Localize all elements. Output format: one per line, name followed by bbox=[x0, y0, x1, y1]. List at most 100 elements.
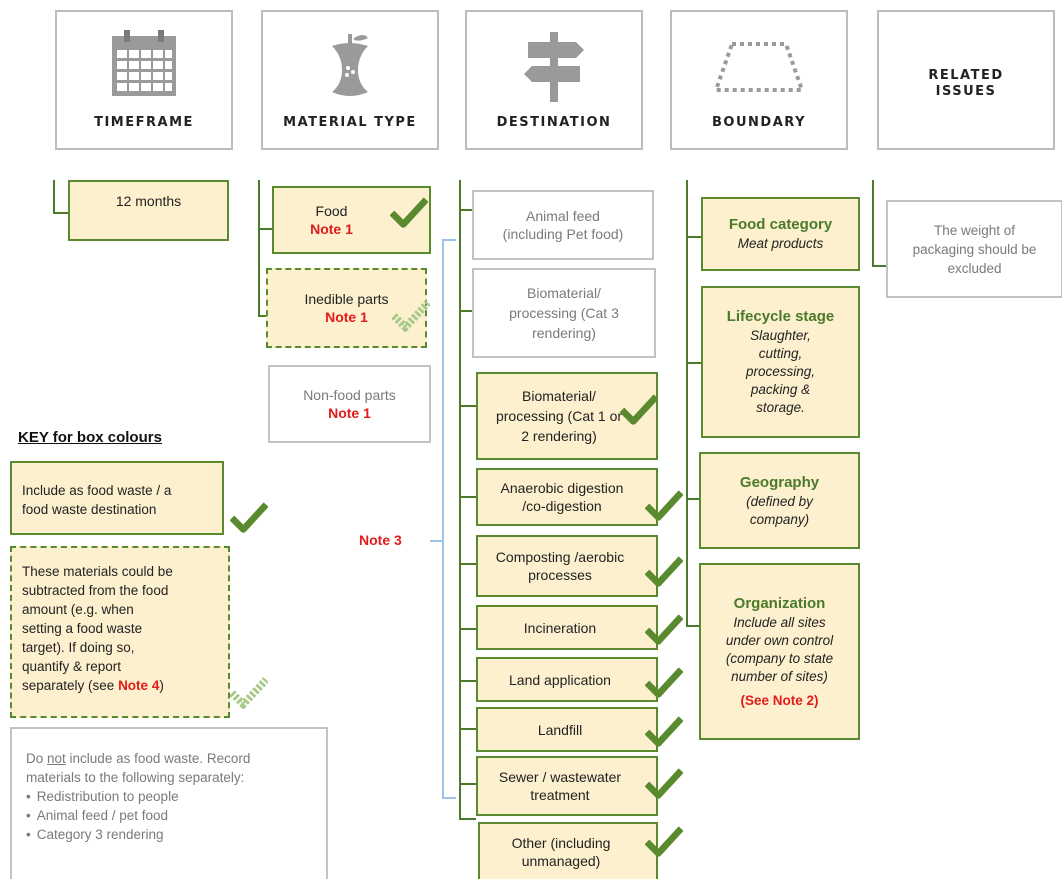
material-type-label: MATERIAL TYPE bbox=[283, 115, 417, 130]
key-dashed-box: These materials could be subtracted from… bbox=[10, 546, 230, 718]
key-dashed-line2: subtracted from the food bbox=[22, 583, 169, 598]
dest-anaerobic-box: Anaerobic digestion /co-digestion bbox=[476, 468, 658, 526]
boundary-food-category-sub: Meat products bbox=[737, 236, 824, 251]
dest-sewer-box: Sewer / wastewater treatment bbox=[476, 756, 658, 816]
dest-animal-feed-line1: Animal feed bbox=[526, 208, 600, 224]
boundary-lifecycle-line4: packing & bbox=[750, 382, 811, 397]
dest-landfill-box: Landfill bbox=[476, 707, 658, 752]
dest-bio12-line3: 2 rendering) bbox=[521, 428, 597, 444]
boundary-lifecycle-line2: cutting, bbox=[758, 346, 803, 361]
calendar-icon bbox=[57, 26, 231, 106]
key-exclude-pre: Do bbox=[26, 751, 48, 766]
dest-sewer-line2: treatment bbox=[530, 787, 590, 803]
boundary-organization-line1: Include all sites bbox=[733, 614, 826, 630]
related-issues-header: RELATED ISSUES bbox=[877, 10, 1055, 150]
key-exclude-line2: materials to the following separately: bbox=[26, 770, 245, 785]
check-icon bbox=[645, 826, 683, 857]
key-dashed-line6: quantify & report bbox=[22, 659, 122, 674]
key-dashed-line7-text: separately (see bbox=[22, 678, 119, 693]
material-food-label: Food bbox=[315, 203, 348, 219]
related-line2: packaging should be bbox=[912, 241, 1037, 257]
check-icon bbox=[645, 716, 683, 747]
destination-header: DESTINATION bbox=[465, 10, 643, 150]
key-check-icon bbox=[230, 502, 268, 533]
dest-bio12-line1: Biomaterial/ bbox=[522, 388, 596, 404]
key-title: KEY for box colours bbox=[18, 429, 162, 446]
boundary-lifecycle-line1: Slaughter, bbox=[750, 328, 811, 343]
dest-tick bbox=[459, 496, 476, 498]
related-line3: excluded bbox=[947, 260, 1002, 276]
material-type-header: MATERIAL TYPE bbox=[261, 10, 439, 150]
dest-tick bbox=[459, 818, 476, 820]
timeframe-header: TIMEFRAME bbox=[55, 10, 233, 150]
dest-comp-line2: processes bbox=[528, 567, 592, 583]
related-issues-label-2: ISSUES bbox=[935, 84, 997, 99]
key-exclude-not: not bbox=[47, 751, 66, 766]
dotted-trapezoid-icon bbox=[672, 26, 846, 106]
key-dashed-line1: These materials could be bbox=[22, 564, 173, 579]
boundary-tick bbox=[686, 362, 701, 364]
boundary-geography-title: Geography bbox=[739, 473, 820, 491]
boundary-tick bbox=[686, 236, 701, 238]
boundary-food-category-title: Food category bbox=[728, 216, 833, 233]
dest-land-application-box: Land application bbox=[476, 657, 658, 702]
dest-tick bbox=[459, 405, 476, 407]
boundary-organization-line2: under own control bbox=[725, 632, 834, 648]
signpost-icon bbox=[467, 26, 641, 106]
boundary-organization-title: Organization bbox=[733, 594, 826, 612]
boundary-geography-line1: (defined by bbox=[746, 493, 813, 509]
check-icon bbox=[645, 490, 683, 521]
note3-label: Note 3 bbox=[359, 532, 402, 548]
boundary-organization-note: (See Note 2) bbox=[740, 692, 819, 708]
destination-label: DESTINATION bbox=[496, 115, 612, 130]
key-dashed-line3: amount (e.g. when bbox=[22, 602, 134, 617]
material-nonfood-note: Note 1 bbox=[328, 405, 371, 421]
material-inedible-box: Inedible parts Note 1 bbox=[266, 268, 427, 348]
material-inedible-note: Note 1 bbox=[325, 309, 368, 325]
dest-comp-line1: Composting /aerobic bbox=[495, 549, 625, 565]
material-food-note: Note 1 bbox=[310, 221, 353, 237]
timeframe-value: 12 months bbox=[115, 193, 182, 209]
material-connector-v bbox=[258, 180, 260, 317]
dest-land-app-label: Land application bbox=[509, 671, 611, 688]
key-exclude-list: Redistribution to people Animal feed / p… bbox=[26, 787, 312, 844]
check-icon bbox=[620, 394, 658, 425]
dest-tick bbox=[459, 783, 476, 785]
material-connector-h1 bbox=[258, 228, 272, 230]
timeframe-box: 12 months bbox=[68, 180, 229, 241]
check-icon bbox=[645, 667, 683, 698]
key-dashed-note: Note 4 bbox=[118, 678, 160, 693]
related-issues-label-1: RELATED bbox=[928, 68, 1004, 83]
dest-bio3-line2: processing (Cat 3 bbox=[509, 305, 619, 321]
dest-bio12-line2: processing (Cat 1 or bbox=[495, 408, 623, 424]
dest-biomaterial-cat3-box: Biomaterial/ processing (Cat 3 rendering… bbox=[472, 268, 656, 358]
key-dashed-line7-end: ) bbox=[159, 678, 164, 693]
dest-ad-line1: Anaerobic digestion bbox=[500, 480, 624, 496]
dest-other-line2: unmanaged) bbox=[521, 852, 601, 869]
dest-tick bbox=[459, 563, 476, 565]
boundary-organization-line4: number of sites) bbox=[731, 668, 828, 684]
boundary-lifecycle-line3: processing, bbox=[745, 364, 816, 379]
key-dashed-line4: setting a food waste bbox=[22, 621, 143, 636]
dest-bio3-line3: rendering) bbox=[532, 325, 596, 341]
dest-tick bbox=[459, 728, 476, 730]
key-exclude-line1: Do not include as food waste. Record bbox=[26, 749, 312, 768]
key-dashed-check-icon bbox=[230, 677, 268, 709]
boundary-connector-v bbox=[686, 180, 688, 627]
dest-bio3-line1: Biomaterial/ bbox=[527, 285, 601, 301]
related-issues-box: The weight of packaging should be exclud… bbox=[886, 200, 1062, 298]
dest-sewer-line1: Sewer / wastewater bbox=[498, 769, 622, 785]
timeframe-connector-v bbox=[53, 180, 55, 214]
dest-tick bbox=[459, 680, 476, 682]
dest-tick bbox=[459, 209, 473, 211]
boundary-geography-line2: company) bbox=[749, 511, 810, 527]
note3-bracket-tick bbox=[430, 540, 442, 542]
boundary-header: BOUNDARY bbox=[670, 10, 848, 150]
dest-tick bbox=[459, 628, 476, 630]
related-connector-h bbox=[872, 265, 886, 267]
dest-tick bbox=[459, 310, 473, 312]
boundary-organization-line3: (company to state bbox=[725, 650, 834, 666]
check-icon bbox=[645, 556, 683, 587]
key-dashed-line7: separately (see Note 4) bbox=[22, 676, 164, 695]
dest-animal-feed-line2: (including Pet food) bbox=[502, 226, 624, 242]
